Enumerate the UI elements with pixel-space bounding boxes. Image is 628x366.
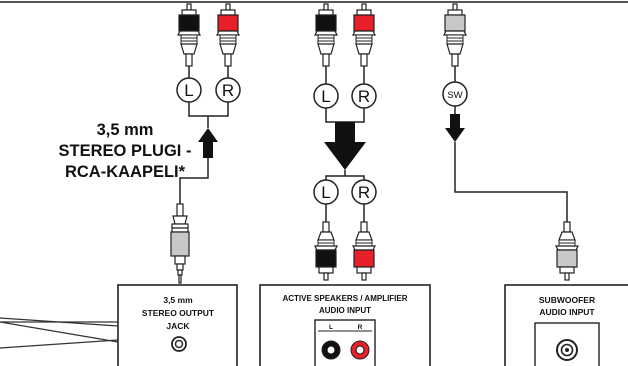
left-rca-plug-black — [177, 3, 201, 67]
stereo-output-line2: STEREO OUTPUT — [142, 308, 215, 318]
sub-bottom-plug-grey — [555, 221, 579, 281]
speakers-input-line2: AUDIO INPUT — [319, 306, 371, 315]
cable-caption-line1: 3,5 mm — [96, 121, 154, 139]
sub-down-arrow — [445, 114, 465, 142]
speakers-input-r-label: R — [358, 324, 363, 331]
stereo-output-line3: JACK — [166, 321, 190, 331]
mid-bottom-l-badge-text: L — [321, 183, 330, 202]
subwoofer-input-line1: SUBWOOFER — [539, 295, 595, 305]
subwoofer-input-line2: AUDIO INPUT — [539, 307, 595, 317]
speakers-input-line1: ACTIVE SPEAKERS / AMPLIFIER — [282, 294, 407, 303]
left-cable-down — [179, 158, 209, 204]
left-rca-plug-red — [216, 3, 240, 67]
speakers-input-panel: ACTIVE SPEAKERS / AMPLIFIER AUDIO INPUT … — [259, 284, 431, 366]
stereo-output-panel: 3,5 mm STEREO OUTPUT JACK — [117, 284, 238, 366]
mid-bottom-r-badge-text: R — [358, 183, 370, 202]
stereo-mini-plug — [170, 203, 190, 284]
sub-cable — [454, 142, 568, 222]
left-cable-merge — [188, 102, 229, 128]
speakers-input-l-label: L — [329, 324, 333, 331]
mid-down-arrow — [324, 122, 366, 170]
mid-top-l-badge-text: L — [321, 87, 330, 106]
sub-sw-badge-text: SW — [447, 90, 462, 101]
sub-top-plug-grey — [443, 3, 467, 67]
cable-caption-line2: STEREO PLUGI - — [58, 142, 192, 160]
mid-top-plug-black — [314, 3, 338, 67]
mid-cable-split — [325, 170, 365, 180]
left-l-badge-text: L — [184, 81, 193, 100]
mid-bottom-plug-red — [352, 221, 376, 281]
left-r-badge-text: R — [222, 81, 234, 100]
cable-caption: 3,5 mm STEREO PLUGI - RCA-KAAPELI* — [30, 120, 220, 183]
mid-top-plug-red — [352, 3, 376, 67]
cable-caption-line3: RCA-KAAPELI* — [64, 163, 186, 181]
mid-top-r-badge-text: R — [358, 87, 370, 106]
mid-bottom-plug-black — [314, 221, 338, 281]
left-up-arrow — [198, 128, 218, 158]
subwoofer-input-panel: SUBWOOFER AUDIO INPUT — [504, 284, 628, 366]
stereo-output-line1: 3,5 mm — [163, 295, 193, 305]
